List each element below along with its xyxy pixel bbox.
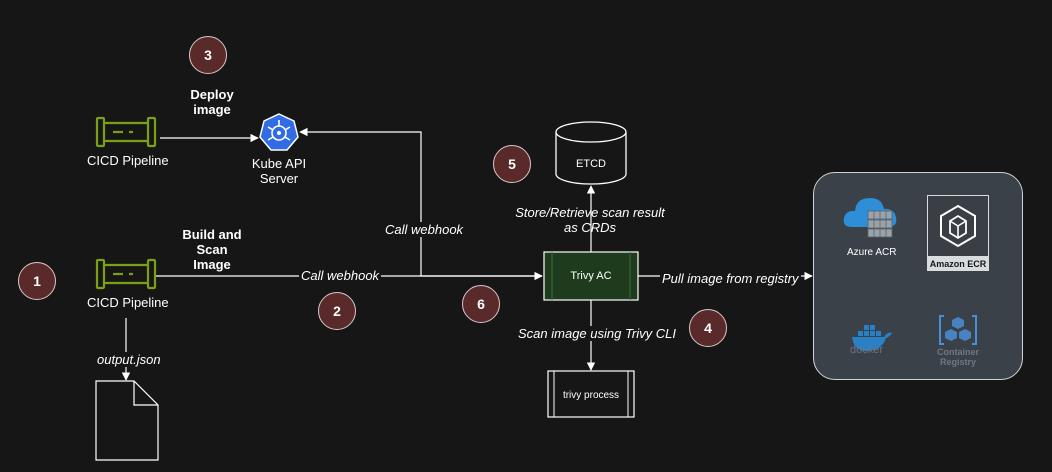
- trivy-ac-label: Trivy AC: [570, 270, 611, 282]
- docker-label: docker: [850, 344, 884, 356]
- step-badge-4: 4: [689, 309, 727, 347]
- edge-webhook-to-kube: [299, 127, 542, 277]
- trivy-ac-box[interactable]: Trivy AC: [543, 251, 639, 301]
- trivy-process-label: trivy process: [563, 390, 619, 401]
- build-scan-image-label: Build and Scan Image: [172, 227, 252, 272]
- pull-image-label: Pull image from registry: [660, 271, 801, 286]
- build-scan-line3: Image: [193, 257, 231, 272]
- kubernetes-icon: [259, 113, 299, 151]
- scan-image-label: Scan image using Trivy CLI: [516, 326, 678, 341]
- container-registry-icon: [939, 315, 977, 345]
- deploy-image-line1: Deploy: [190, 87, 234, 102]
- azure-acr-label: Azure ACR: [847, 247, 897, 258]
- trivy-process-box[interactable]: trivy process: [547, 370, 635, 418]
- kube-api-line1: Kube API: [251, 156, 307, 171]
- call-webhook-main-label: Call webhook: [299, 268, 382, 283]
- docker-icon: [852, 325, 892, 351]
- output-json-label: output.json: [95, 352, 163, 367]
- cicd-pipeline-top-label: CICD Pipeline: [87, 153, 169, 168]
- amazon-ecr-label: Amazon ECR: [929, 259, 987, 269]
- build-scan-line1: Build and: [182, 227, 242, 242]
- step-badge-5: 5: [493, 145, 531, 183]
- step-badge-6: 6: [462, 285, 500, 323]
- pipeline-icon: [95, 258, 157, 290]
- pipeline-icon: [95, 116, 157, 148]
- step-badge-2: 2: [318, 292, 356, 330]
- amazon-ecr-icon: [940, 204, 976, 248]
- amazon-ecr-tile: Amazon ECR: [927, 195, 989, 271]
- container-registry-label-line2: Registry: [939, 357, 976, 367]
- kube-api-line2: Server: [259, 171, 299, 186]
- etcd-database: ETCD: [555, 121, 627, 185]
- document-icon: [95, 380, 159, 461]
- store-retrieve-line2: as CRDs: [563, 220, 616, 235]
- call-webhook-top-label: Call webhook: [383, 222, 466, 237]
- step-badge-1: 1: [18, 262, 56, 300]
- deploy-image-line2: image: [193, 102, 231, 117]
- build-scan-line2: Scan: [196, 242, 228, 257]
- store-retrieve-line1: Store/Retrieve scan result: [515, 205, 665, 220]
- store-retrieve-label: Store/Retrieve scan result as CRDs: [500, 205, 680, 235]
- step-badge-3: 3: [189, 36, 227, 74]
- deploy-image-label: Deploy image: [176, 87, 248, 117]
- container-registry-label-line1: Container: [936, 347, 979, 357]
- cicd-pipeline-bottom-label: CICD Pipeline: [87, 295, 169, 310]
- kube-api-server-label: Kube API Server: [240, 156, 318, 186]
- container-registry-label: Container Registry: [926, 347, 990, 367]
- azure-cloud-icon: [843, 198, 897, 238]
- etcd-label: ETCD: [576, 158, 606, 170]
- registry-panel: Azure ACR Amazon ECR docker: [813, 172, 1023, 380]
